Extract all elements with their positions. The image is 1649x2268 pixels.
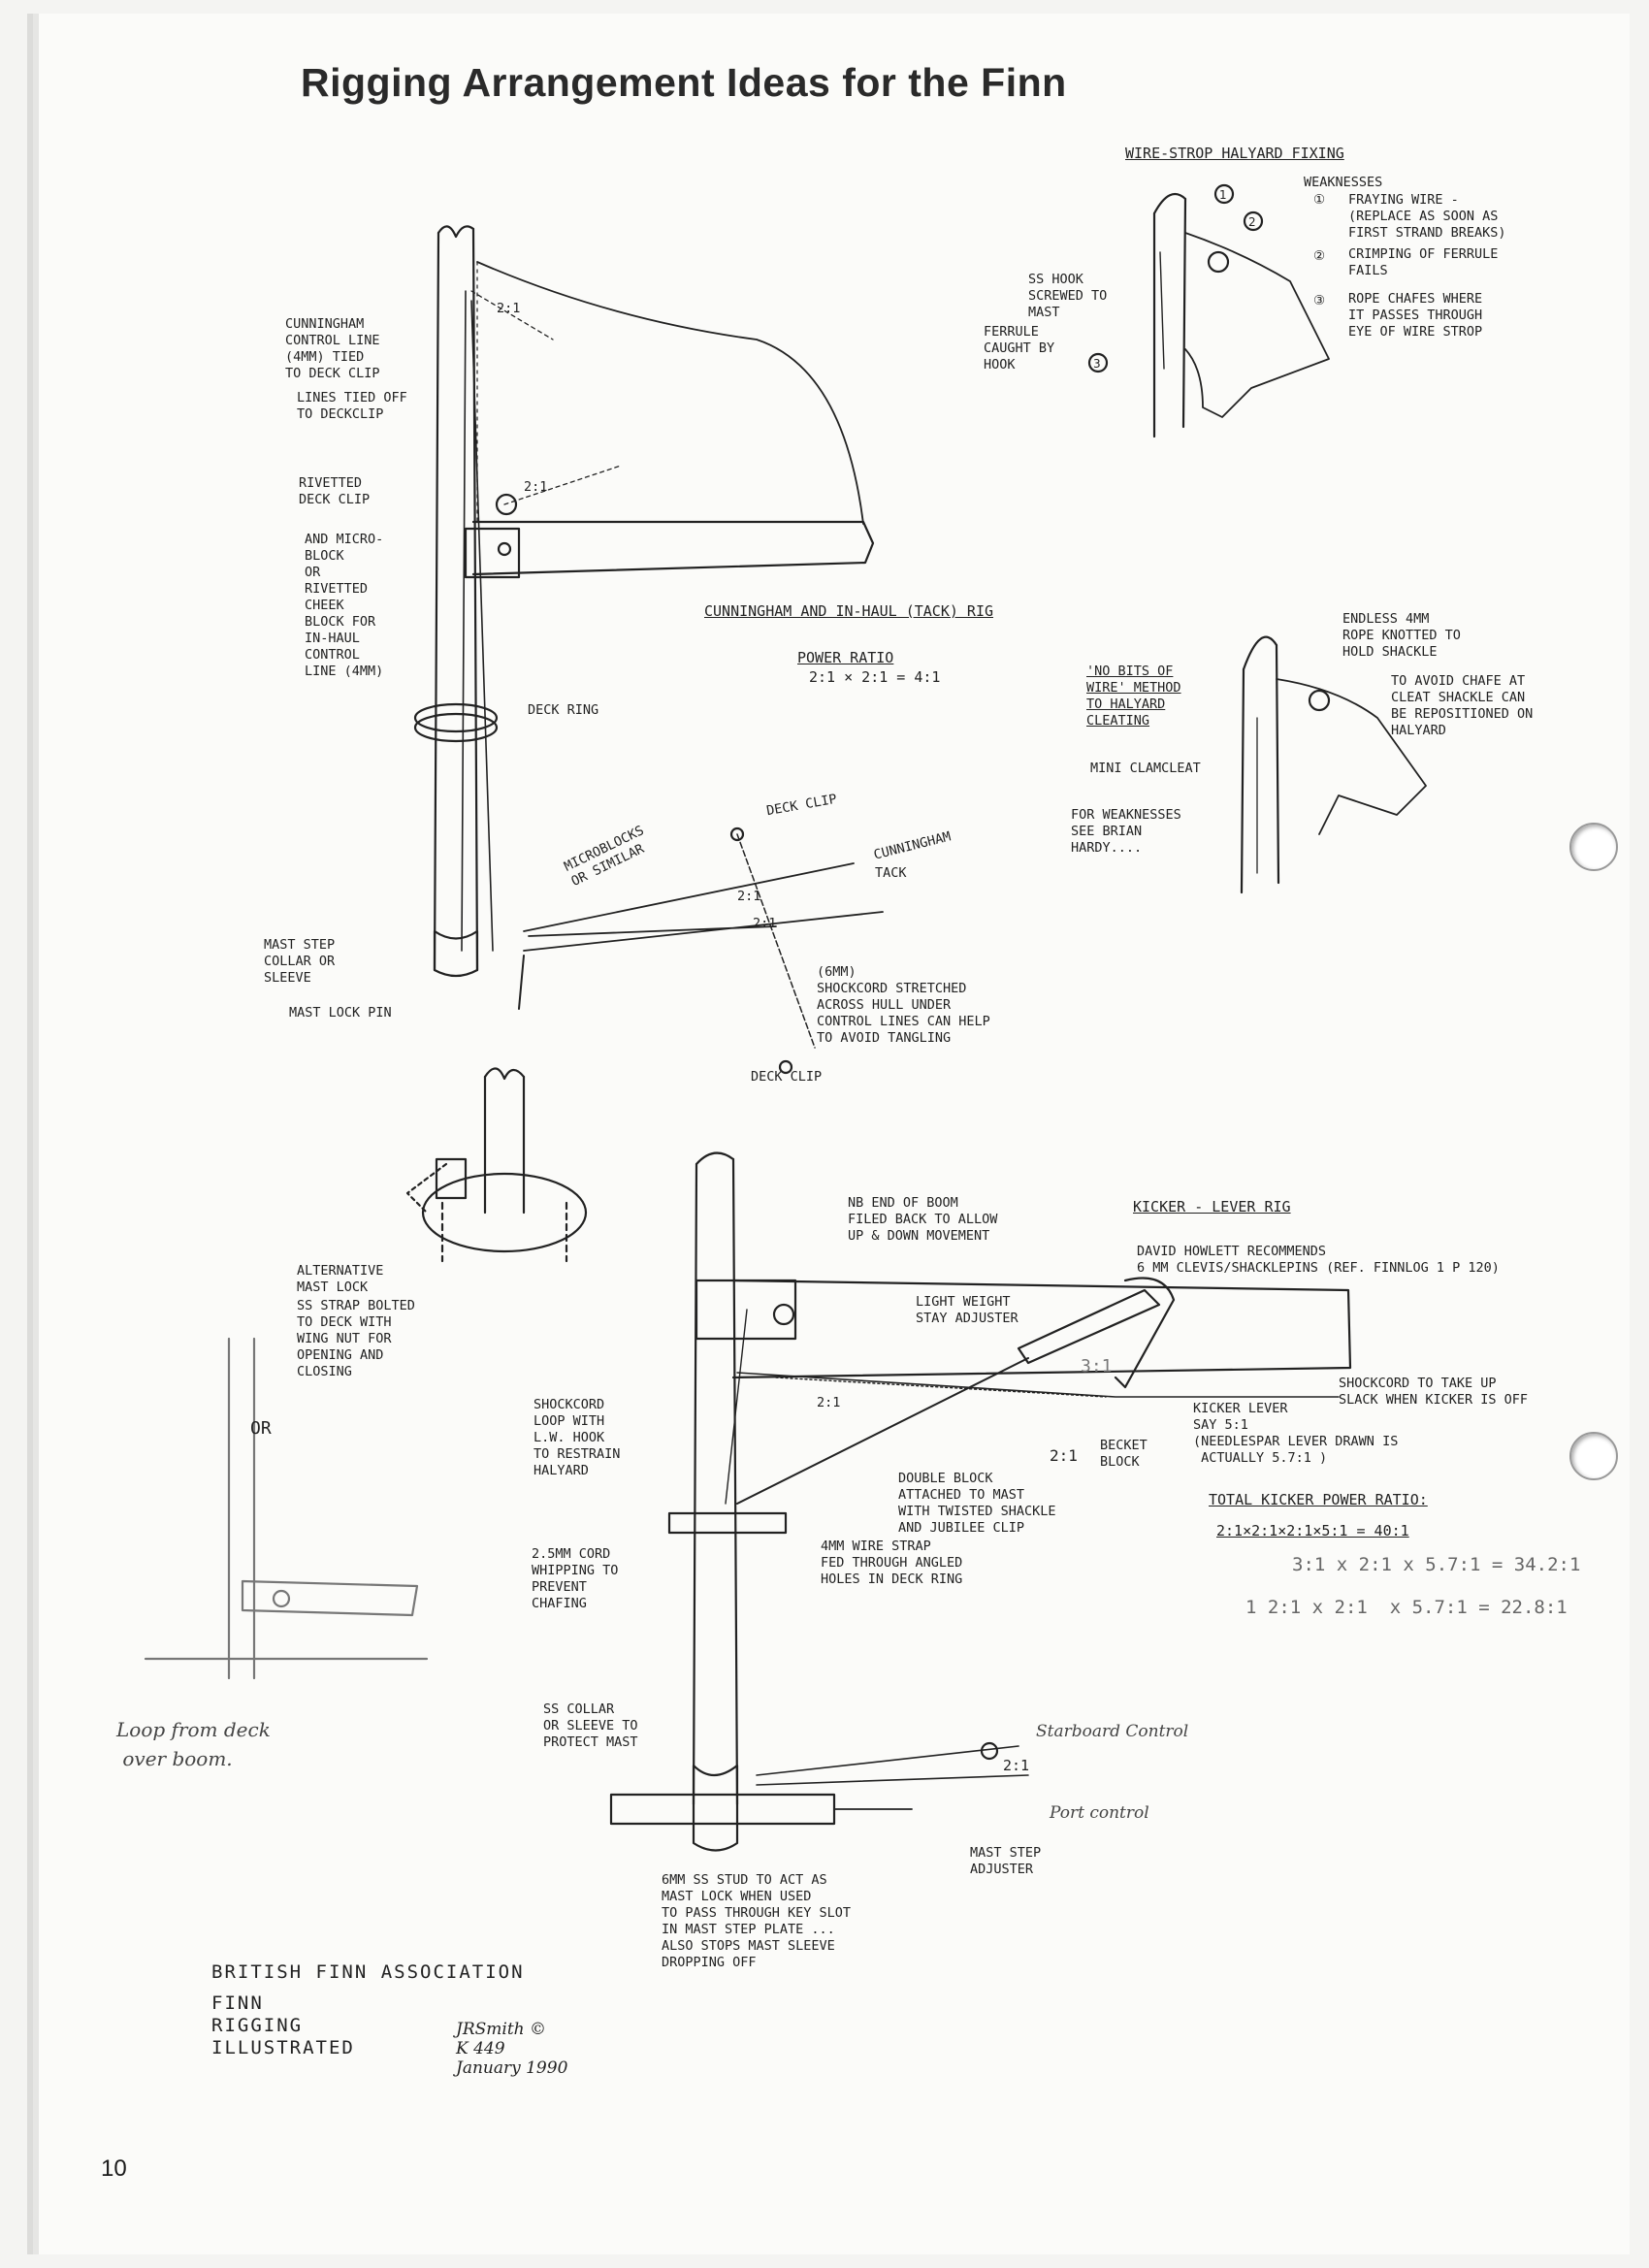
label-micro-block: AND MICRO- BLOCK OR RIVETTED CHEEK BLOCK… [305,532,384,679]
label-ss-collar: SS COLLAR OR SLEEVE TO PROTECT MAST [543,1701,638,1750]
weakness-1: FRAYING WIRE - (REPLACE AS SOON AS FIRST… [1348,192,1506,241]
label-stay-adjuster: LIGHT WEIGHT STAY ADJUSTER [916,1294,1018,1326]
label-ss-strap: SS STRAP BOLTED TO DECK WITH WING NUT FO… [297,1298,415,1379]
label-starboard: Starboard Control [1036,1722,1189,1741]
weakness-num-3: ③ [1313,293,1326,308]
label-kicker-lever: KICKER LEVER SAY 5:1 (NEEDLESPAR LEVER D… [1193,1401,1399,1466]
label-mast-lock-pin: MAST LOCK PIN [289,1005,392,1021]
label-brian-hardy: FOR WEAKNESSES SEE BRIAN HARDY.... [1071,807,1181,856]
label-mast-step-collar: MAST STEP COLLAR OR SLEEVE [264,937,336,986]
weakness-3: ROPE CHAFES WHERE IT PASSES THROUGH EYE … [1348,291,1483,340]
footer-org: BRITISH FINN ASSOCIATION [211,1961,525,1983]
wire-strop-drawing: 1 2 3 [1087,183,1330,438]
label-wire-strap: 4mm WIRE STRAP FED THROUGH ANGLED HOLES … [821,1539,963,1587]
weakness-2: CRIMPING OF FERRULE FAILS [1348,246,1499,278]
label-ratio-31: 3:1 [1081,1356,1113,1377]
power-ratio-label: POWER RATIO [797,649,894,666]
label-shockcord-slack: SHOCKCORD TO TAKE UP SLACK WHEN KICKER I… [1339,1376,1529,1408]
weaknesses-label: WEAKNESSES [1304,175,1383,190]
label-ratio-top: 2:1 [497,301,521,316]
label-ratio-mid: 2:1 [524,479,548,495]
no-wire-halyard-drawing [1240,635,1427,894]
label-stud: 6mm SS STUD TO ACT AS MAST LOCK WHEN USE… [662,1872,852,1970]
label-shockcord: (6mm) SHOCKCORD STRETCHED ACROSS HULL UN… [817,964,990,1046]
label-cunningham-control: CUNNINGHAM CONTROL LINE (4mm) TIED TO DE… [285,316,380,381]
label-becket: BECKET BLOCK [1100,1438,1148,1470]
page-title: Rigging Arrangement Ideas for the Finn [301,60,1067,105]
total-kicker-label: TOTAL KICKER POWER RATIO: [1209,1491,1428,1508]
footer-subtitle: FINN RIGGING ILLUSTRATED [211,1993,355,2058]
label-shockcord-loop: SHOCKCORD LOOP WITH L.W. HOOK TO RESTRAI… [534,1397,621,1478]
punch-hole-top [1569,823,1618,871]
label-nb-end: NB END OF BOOM FILED BACK TO ALLOW UP & … [848,1195,998,1244]
label-rivetted-clip: RIVETTED DECK CLIP [299,475,371,507]
pencil-calc-1: 3:1 x 2:1 x 5.7:1 = 34.2:1 [1292,1554,1581,1575]
label-ratio-a: 2:1 [737,889,761,904]
power-ratio-value: 2:1 × 2:1 = 4:1 [809,668,941,686]
label-ss-hook: SS HOOK SCREWED TO MAST [1028,272,1108,320]
document-page [39,14,1630,2254]
label-deck-clip-2: DECK CLIP [751,1069,823,1085]
label-port: Port control [1050,1803,1149,1823]
label-cord-whip: 2.5mm CORD WHIPPING TO PREVENT CHAFING [532,1546,619,1611]
label-endless: ENDLESS 4mm ROPE KNOTTED TO HOLD SHACKLE [1342,611,1461,660]
punch-hole-bottom [1569,1432,1618,1480]
kicker-heading: KICKER - LEVER RIG [1133,1198,1291,1215]
label-or: OR [250,1418,272,1439]
total-kicker-value: 2:1×2:1×2:1×5:1 = 40:1 [1216,1522,1409,1539]
svg-text:1: 1 [1219,188,1227,202]
label-becket-ratio: 2:1 [1050,1446,1078,1465]
label-mast-step-adj: MAST STEP ADJUSTER [970,1845,1042,1877]
handwritten-note: Loop from deck over boom. [116,1718,271,1770]
label-alt-mast-lock: ALTERNATIVE MAST LOCK [297,1263,384,1295]
label-howlett: DAVID HOWLETT RECOMMENDS 6 mm CLEVIS/SHA… [1137,1244,1500,1276]
label-tack: TACK [875,865,907,881]
label-mini-clamcleat: MINI CLAMCLEAT [1090,761,1201,776]
label-deck-ring: DECK RING [528,702,599,718]
kicker-mast-drawing [609,1151,1352,1852]
cunningham-heading: CUNNINGHAM AND IN-HAUL (TACK) RIG [704,602,994,620]
footer-author: JRSmith © K 449 January 1990 [456,2020,568,2078]
svg-text:2: 2 [1248,215,1256,229]
weakness-num-1: ① [1313,192,1326,208]
label-double-block: DOUBLE BLOCK ATTACHED TO MAST WITH TWIST… [898,1471,1056,1536]
wire-strop-heading: WIRE-STROP HALYARD FIXING [1125,145,1344,162]
label-ratio-b: 2:1 [753,916,777,931]
label-ratio-ctrl: 2:1 [1003,1757,1030,1774]
label-avoid-chafe: TO AVOID CHAFE AT CLEAT SHACKLE CAN BE R… [1391,673,1534,738]
cunningham-mast-drawing [413,225,884,1075]
label-no-bits: 'NO BITS OF WIRE' METHOD TO HALYARD CLEA… [1086,664,1181,729]
label-ratio-kick: 2:1 [817,1395,841,1410]
pencil-calc-2: 1 2:1 x 2:1 x 5.7:1 = 22.8:1 [1245,1597,1568,1618]
page-number: 10 [101,2155,127,2182]
label-lines-tied: LINES TIED OFF TO DECKCLIP [297,390,407,422]
svg-text:3: 3 [1093,357,1101,371]
weakness-num-2: ② [1313,248,1326,264]
alternative-mast-lock-drawing [144,1067,588,1680]
label-ferrule: FERRULE CAUGHT BY HOOK [984,324,1055,373]
